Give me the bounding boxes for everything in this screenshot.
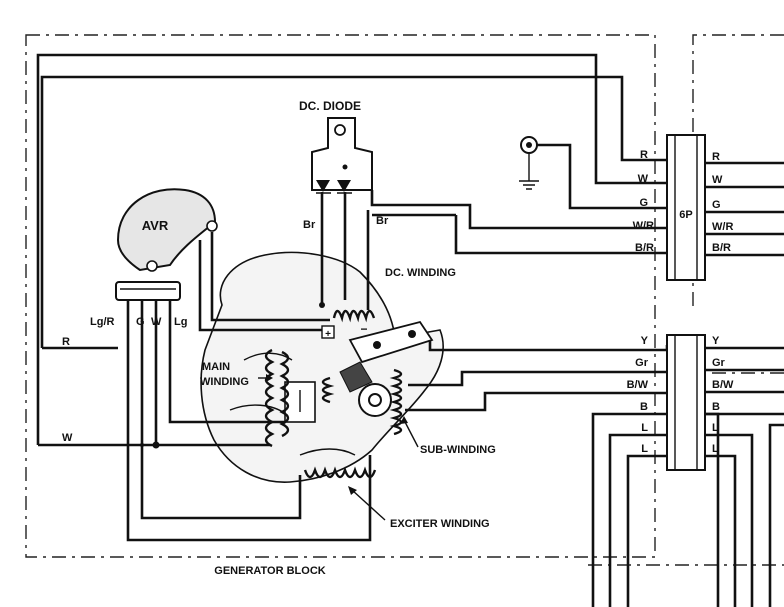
wire-b-r bbox=[454, 215, 667, 255]
lower-right-pin-5: L bbox=[712, 422, 719, 434]
lower-left-pin-3: B/W bbox=[627, 379, 649, 391]
lower-left-pin-4: B bbox=[640, 401, 648, 413]
connector-lower bbox=[666, 334, 706, 471]
diode-wire-br-left: Br bbox=[303, 219, 316, 231]
avr-unit bbox=[115, 188, 218, 301]
dc-winding-label: DC. WINDING bbox=[385, 267, 456, 279]
6p-right-pin-3: G bbox=[712, 199, 721, 211]
wire-l1 bbox=[608, 433, 667, 607]
wire-w bbox=[36, 53, 667, 445]
connector-6p: 6P bbox=[666, 134, 706, 281]
lower-left-pin-5: L bbox=[641, 422, 648, 434]
wire-b bbox=[591, 412, 667, 607]
wire-gr bbox=[408, 370, 667, 387]
block-wire-w-label: W bbox=[62, 432, 73, 444]
wire-r bbox=[40, 75, 667, 348]
sub-winding-coil bbox=[321, 368, 403, 436]
lower-left-pin-1: Y bbox=[641, 335, 649, 347]
control-box-boundary bbox=[692, 34, 784, 307]
diode-wire-br-right: Br bbox=[376, 215, 389, 227]
exciter-winding-label: EXCITER WINDING bbox=[390, 518, 490, 530]
6p-right-pin-2: W bbox=[712, 174, 723, 186]
lower-right-pin-3: B/W bbox=[712, 379, 734, 391]
generator-block-boundary bbox=[25, 34, 656, 558]
6p-left-pin-3: G bbox=[639, 197, 648, 209]
6p-right-pin-4: W/R bbox=[712, 221, 733, 233]
wire-lg bbox=[168, 300, 285, 424]
exciter-winding-coil bbox=[303, 466, 377, 479]
leader-arrows bbox=[258, 374, 419, 521]
lower-left-pin-6: L bbox=[641, 443, 648, 455]
lower-right-pin-4: B bbox=[712, 401, 720, 413]
6p-left-pin-2: W bbox=[638, 173, 649, 185]
connector-6p-label: 6P bbox=[679, 209, 692, 221]
avr-label: AVR bbox=[142, 218, 169, 233]
dc-diode-block bbox=[311, 117, 373, 194]
stator-body: + − bbox=[200, 251, 444, 483]
wire-g bbox=[537, 143, 667, 210]
plus-terminal-symbol: + bbox=[325, 329, 331, 340]
wire-avr-g bbox=[140, 300, 302, 520]
6p-left-pin-4: W/R bbox=[633, 220, 654, 232]
dc-winding-coil bbox=[332, 309, 376, 323]
avr-terminal-w: W bbox=[151, 316, 162, 328]
6p-right-pin-5: B/R bbox=[712, 242, 731, 254]
6p-left-pin-1: R bbox=[640, 149, 648, 161]
6p-right-pin-1: R bbox=[712, 151, 720, 163]
lower-left-pin-2: Gr bbox=[635, 357, 649, 369]
minus-terminal-symbol: − bbox=[360, 322, 367, 336]
avr-terminal-g: G bbox=[136, 316, 145, 328]
wire-l2 bbox=[626, 454, 667, 607]
wire-avr-to-dc bbox=[198, 240, 322, 332]
6p-left-pin-5: B/R bbox=[635, 242, 654, 254]
lower-right-pin-1: Y bbox=[712, 335, 720, 347]
ground-terminal bbox=[519, 136, 539, 190]
generator-block-title: GENERATOR BLOCK bbox=[214, 565, 325, 577]
lower-right-pin-6: L bbox=[712, 443, 719, 455]
sub-winding-label: SUB-WINDING bbox=[420, 444, 496, 456]
main-winding-label-line2: WINDING bbox=[200, 376, 249, 388]
dc-diode-label: DC. DIODE bbox=[299, 99, 361, 113]
main-winding-label-line1: MAIN bbox=[202, 361, 230, 373]
avr-terminal-lg-r: Lg/R bbox=[90, 316, 114, 328]
wire-lg-r bbox=[126, 300, 372, 542]
wire-y bbox=[428, 340, 669, 352]
wiring-harness bbox=[36, 53, 784, 607]
block-wire-r-label: R bbox=[62, 336, 70, 348]
wire-b-w bbox=[405, 391, 667, 412]
wire-w-r bbox=[370, 190, 667, 230]
avr-terminal-lg: Lg bbox=[174, 316, 187, 328]
lower-right-pin-2: Gr bbox=[712, 357, 726, 369]
